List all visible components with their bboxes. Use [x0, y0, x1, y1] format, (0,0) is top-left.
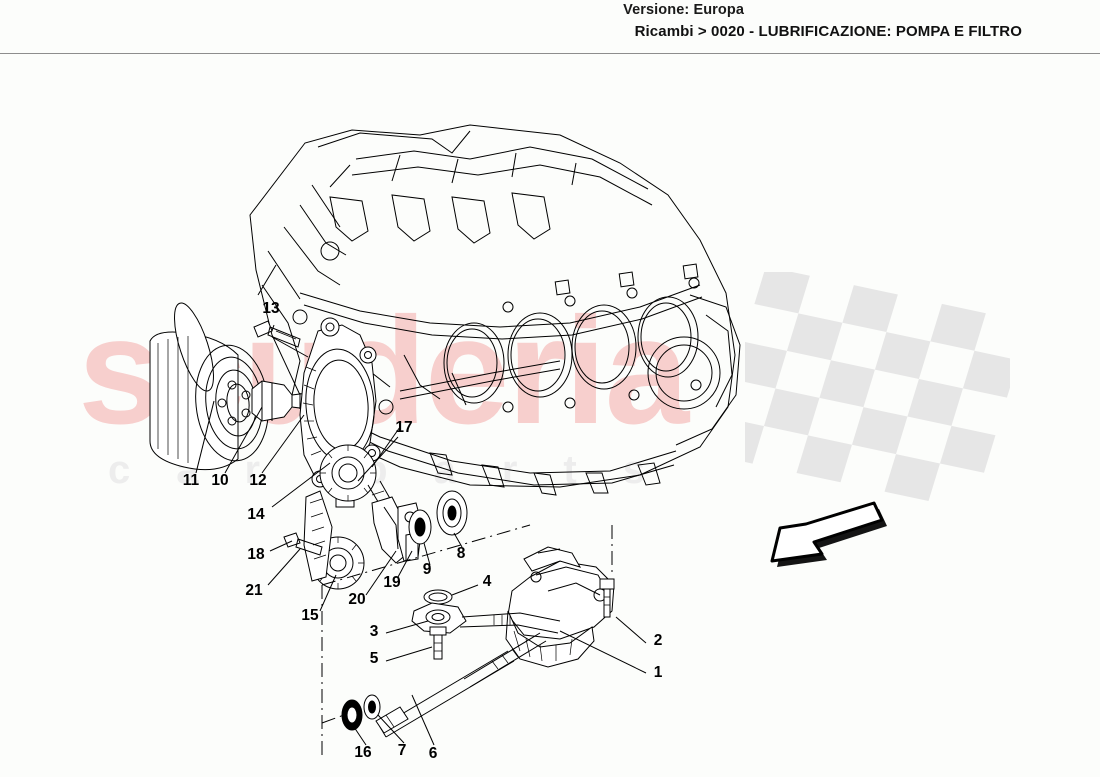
sprocket-upper: [319, 444, 377, 502]
callout-9: 9: [423, 561, 432, 578]
pipe-flange-part: [411, 589, 561, 660]
engine-block-drawing: [249, 124, 741, 496]
callout-6: 6: [429, 745, 438, 762]
filter-bolt-part: [253, 320, 301, 348]
callout-17: 17: [395, 419, 412, 436]
callout-1: 1: [654, 664, 663, 681]
callout-numbers: 1 2 3 4 5 6 7 8 9 10 11 12 13 14 15 16 1…: [183, 300, 663, 762]
callout-13: 13: [262, 300, 280, 317]
timing-chain-assembly: [283, 444, 468, 590]
callout-5: 5: [370, 650, 379, 667]
callout-7: 7: [398, 742, 407, 759]
pump-bolt-part: [599, 578, 615, 618]
tube-seal-part: [341, 694, 381, 731]
callout-15: 15: [301, 607, 319, 624]
callout-2: 2: [654, 632, 663, 649]
callout-18: 18: [247, 546, 265, 563]
callout-12: 12: [249, 472, 266, 489]
breadcrumb: Ricambi > 0020 - LUBRIFICAZIONE: POMPA E…: [634, 23, 1022, 40]
direction-arrow-icon: [770, 501, 887, 567]
oil-filter-part: [149, 302, 269, 471]
callout-4: 4: [483, 573, 492, 590]
header-divider: [0, 53, 1100, 54]
callout-20: 20: [348, 591, 365, 608]
callout-8: 8: [457, 545, 466, 562]
exploded-parts-diagram: 1 2 3 4 5 6 7 8 9 10 11 12 13 14 15 16 1…: [149, 124, 741, 762]
callout-11: 11: [183, 472, 200, 489]
leader-lines: [195, 324, 647, 746]
version-label: Versione: Europa: [623, 2, 744, 18]
pickup-tube-part: [375, 632, 547, 738]
construction-lines: [321, 524, 613, 755]
callout-14: 14: [247, 506, 265, 523]
oil-pump-part: [505, 546, 615, 668]
callout-16: 16: [354, 744, 372, 761]
checkered-flag-graphic: [745, 272, 1010, 502]
callout-3: 3: [370, 623, 379, 640]
callout-19: 19: [383, 574, 401, 591]
callout-21: 21: [245, 582, 263, 599]
callout-10: 10: [211, 472, 228, 489]
